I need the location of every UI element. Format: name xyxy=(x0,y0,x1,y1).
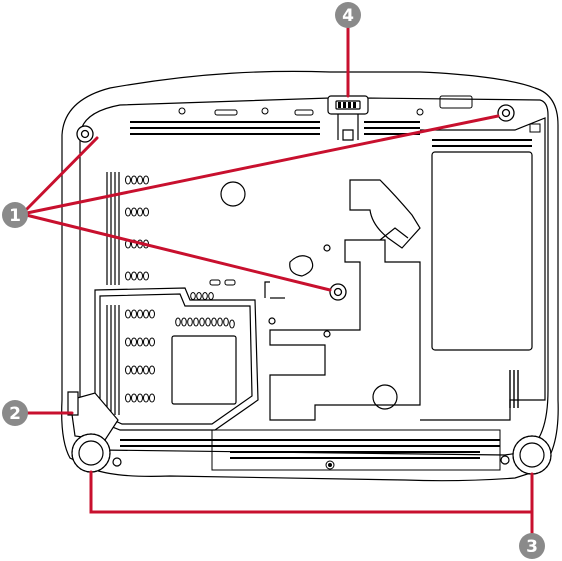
security-slot xyxy=(328,96,368,140)
callout-2-number: 2 xyxy=(9,404,21,424)
right-cover-panel xyxy=(420,118,545,420)
callout-1-number: 1 xyxy=(9,206,21,226)
bottom-vent-slots xyxy=(120,440,500,458)
leader-line-1c xyxy=(22,214,330,290)
callout-4: 4 xyxy=(335,2,361,28)
leader-line-1b xyxy=(22,116,498,214)
bottom-edge-features xyxy=(212,430,500,470)
callout-2: 2 xyxy=(2,400,28,426)
lamp-cover-panel xyxy=(95,280,258,430)
callout-3-number: 3 xyxy=(526,537,538,557)
callout-4-number: 4 xyxy=(342,6,354,26)
callout-3: 3 xyxy=(519,533,545,559)
leader-line-1a xyxy=(22,138,97,214)
callout-1: 1 xyxy=(2,202,28,228)
top-vent-slots xyxy=(130,122,420,134)
